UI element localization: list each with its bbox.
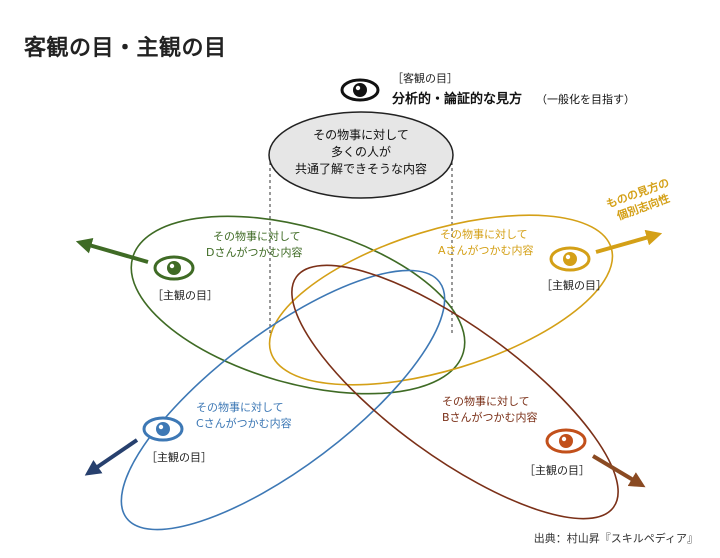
a-line2: Aさんがつかむ内容 — [438, 243, 534, 257]
c-line1: その物事に対して — [196, 400, 284, 414]
source-credit: 出典：村山昇『スキルペディア』 — [533, 532, 698, 545]
arrow-a — [595, 229, 663, 254]
arrow-c — [84, 438, 139, 476]
objective-eye-icon — [340, 78, 380, 102]
objective-content-ellipse — [268, 111, 454, 199]
objective-tag: ［客観の目］ — [392, 71, 458, 85]
ellipse-d — [130, 215, 466, 395]
objective-content-line2: 多くの人が — [331, 144, 391, 159]
b-line2: Bさんがつかむ内容 — [442, 410, 538, 424]
d-line2: Dさんがつかむ内容 — [206, 245, 302, 259]
tag-c: ［主観の目］ — [146, 450, 212, 464]
eye-icon-b — [545, 428, 587, 454]
ellipse-b — [291, 264, 619, 520]
objective-content-line1: その物事に対して — [313, 128, 409, 142]
d-line1: その物事に対して — [213, 229, 301, 243]
arrow-d — [75, 237, 149, 264]
objective-desc-sub: （一般化を目指す） — [536, 92, 635, 106]
tag-a: ［主観の目］ — [541, 278, 607, 292]
objective-desc-main: 分析的・論証的な見方 — [392, 91, 522, 107]
c-line2: Cさんがつかむ内容 — [196, 416, 292, 430]
objective-content-line3: 共通了解できそうな内容 — [295, 161, 427, 176]
b-line1: その物事に対して — [442, 394, 530, 408]
ellipse-a — [268, 214, 614, 386]
tag-b: ［主観の目］ — [524, 463, 590, 477]
individual-orientation-label: ものの見方の 個別志向性 — [604, 175, 671, 223]
eye-icon-d — [153, 255, 195, 281]
tag-d: ［主観の目］ — [152, 288, 218, 302]
page-title: 客観の目・主観の目 — [24, 36, 227, 61]
eye-icon-a — [549, 246, 591, 272]
arrow-b — [591, 454, 646, 488]
ellipse-c — [120, 269, 446, 531]
eye-icon-c — [142, 416, 184, 442]
a-line1: その物事に対して — [440, 227, 528, 241]
